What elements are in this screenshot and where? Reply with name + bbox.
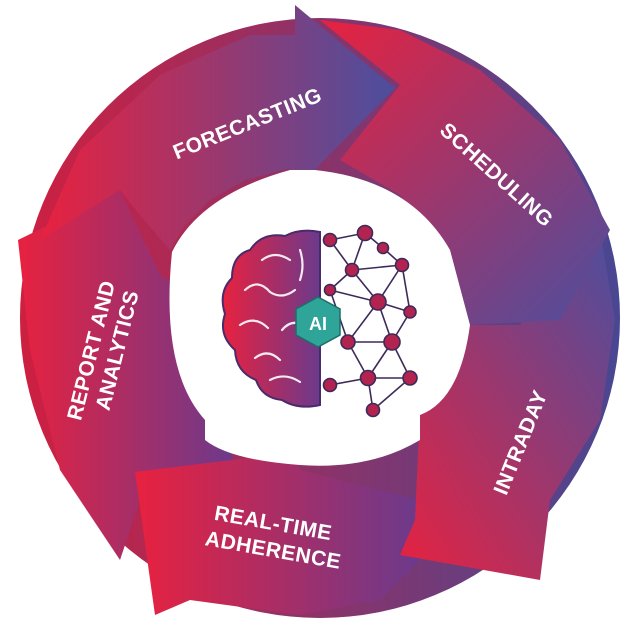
brain-network-icon: AI (221, 224, 418, 418)
ai-badge-text: AI (309, 314, 327, 334)
segment-real-time-adherence[interactable] (135, 452, 420, 615)
ai-hexagon-badge (295, 296, 341, 348)
brain-folds (238, 248, 307, 384)
segment-scheduling[interactable] (320, 20, 610, 325)
network-nodes (322, 224, 418, 418)
segment-forecasting[interactable] (40, 5, 395, 250)
brain-half (221, 229, 321, 408)
